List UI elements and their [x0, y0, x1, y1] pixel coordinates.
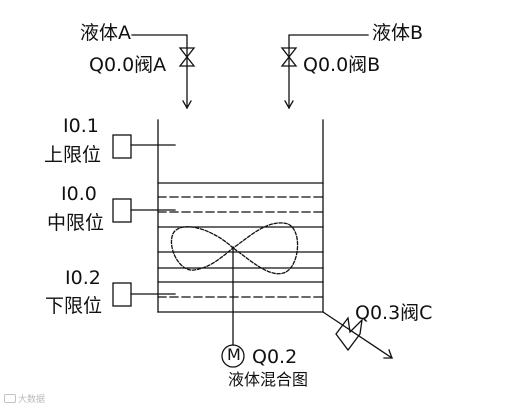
sensor-upper-label: 上限位 — [44, 144, 102, 166]
valve-c-label: Q0.3阀C — [355, 302, 433, 324]
liquid-dashed-lines — [157, 196, 324, 298]
sensor-upper-address: I0.1 — [63, 115, 99, 137]
sensor-upper-box — [112, 134, 132, 159]
sensor-lower-label: 下限位 — [45, 295, 103, 317]
sensor-mid-label: 中限位 — [47, 212, 105, 234]
arrow-b — [284, 100, 294, 110]
stirrer-blade — [170, 222, 299, 275]
arrow-a — [182, 100, 192, 110]
watermark-text: 大数据 — [18, 395, 46, 405]
valve-b-label: Q0.0阀B — [303, 54, 381, 76]
valve-a-icon — [178, 47, 196, 67]
motor-symbol: M — [227, 345, 241, 364]
diagram-caption: 液体混合图 — [228, 370, 309, 389]
sensor-lower-address: I0.2 — [65, 267, 101, 289]
valve-a-label: Q0.0阀A — [89, 54, 167, 76]
sensor-lower-box — [112, 282, 132, 307]
motor-circle — [221, 344, 245, 368]
liquid-a-label: 液体A — [80, 22, 131, 44]
outlet-pipe — [322, 311, 393, 359]
liquid-b-label: 液体B — [372, 22, 424, 44]
motor-address: Q0.2 — [252, 346, 298, 368]
liquid-solid-lines — [157, 226, 324, 283]
sensor-mid-box — [112, 198, 132, 223]
sensor-mid-address: I0.0 — [61, 183, 97, 205]
watermark: 大数据 — [4, 392, 45, 405]
outlet-arrow — [383, 349, 393, 359]
valve-c-icon — [335, 316, 363, 352]
pipe-b — [288, 34, 369, 109]
pipe-a — [131, 34, 188, 109]
watermark-logo-icon — [4, 394, 16, 403]
valve-b-icon — [280, 47, 298, 67]
